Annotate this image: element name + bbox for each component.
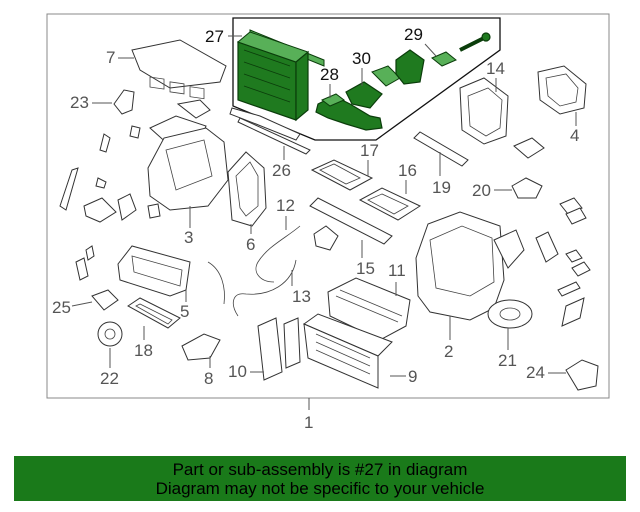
part-23[interactable] (113, 89, 135, 115)
part-18[interactable] (127, 297, 181, 329)
callout-8: 8 (204, 369, 213, 388)
part-10[interactable] (257, 317, 301, 381)
part-3[interactable] (147, 127, 229, 211)
callout-11: 11 (388, 261, 406, 280)
callout-15: 15 (356, 259, 375, 278)
part-14[interactable] (459, 77, 509, 145)
callout-29: 29 (404, 25, 423, 44)
callout-13: 13 (292, 287, 311, 306)
callout-3: 3 (184, 228, 193, 247)
callout-17: 17 (360, 141, 379, 160)
part-13[interactable] (207, 259, 297, 317)
part-27-filter[interactable] (236, 29, 325, 122)
part-5[interactable] (117, 245, 191, 297)
part-11[interactable] (327, 277, 411, 341)
callout-14: 14 (486, 59, 505, 78)
callout-27: 27 (205, 27, 224, 46)
part-2[interactable] (415, 211, 525, 321)
callout-19: 19 (432, 178, 451, 197)
callout-28: 28 (320, 65, 339, 84)
callout-12: 12 (276, 196, 295, 215)
misc-parts-right (513, 137, 591, 327)
part-4[interactable] (537, 65, 587, 115)
callout-10: 10 (228, 362, 247, 381)
callout-20: 20 (472, 181, 491, 200)
callout-30: 30 (352, 49, 371, 68)
callout-16: 16 (398, 161, 417, 180)
part-29[interactable] (395, 32, 491, 85)
part-24[interactable] (565, 359, 599, 391)
callout-25: 25 (52, 298, 71, 317)
info-banner: Part or sub-assembly is #27 in diagram D… (14, 456, 626, 501)
callout-21: 21 (498, 351, 517, 370)
callout-7: 7 (106, 48, 115, 67)
part-16[interactable] (358, 187, 422, 221)
callout-4: 4 (570, 126, 579, 145)
diagram-frame (46, 13, 610, 399)
callout-23: 23 (70, 93, 89, 112)
part-20[interactable] (511, 177, 543, 199)
part-22[interactable] (97, 321, 123, 347)
callout-26: 26 (272, 161, 291, 180)
callout-9: 9 (408, 367, 417, 386)
callout-22: 22 (100, 369, 119, 388)
part-9[interactable] (302, 313, 393, 389)
part-8[interactable] (181, 333, 221, 361)
part-26[interactable] (237, 117, 311, 155)
callout-2: 2 (444, 342, 453, 361)
callout-24: 24 (526, 363, 545, 382)
part-21[interactable] (487, 299, 533, 329)
banner-line-1: Part or sub-assembly is #27 in diagram (172, 459, 468, 479)
part-19[interactable] (413, 131, 469, 167)
callout-18: 18 (134, 341, 153, 360)
part-30[interactable] (345, 65, 401, 109)
part-17[interactable] (310, 159, 374, 191)
callout-1: 1 (304, 413, 313, 432)
part-25[interactable] (91, 289, 119, 311)
parts-diagram: 27 28 29 30 7 23 3 (46, 13, 610, 432)
banner-line-2: Diagram may not be specific to your vehi… (155, 478, 485, 498)
part-12[interactable] (255, 225, 301, 283)
callout-6: 6 (246, 235, 255, 254)
part-15[interactable] (309, 197, 393, 251)
part-6[interactable] (227, 151, 267, 227)
callout-5: 5 (180, 302, 189, 321)
part-7[interactable] (131, 39, 227, 100)
part-28[interactable] (315, 93, 383, 131)
